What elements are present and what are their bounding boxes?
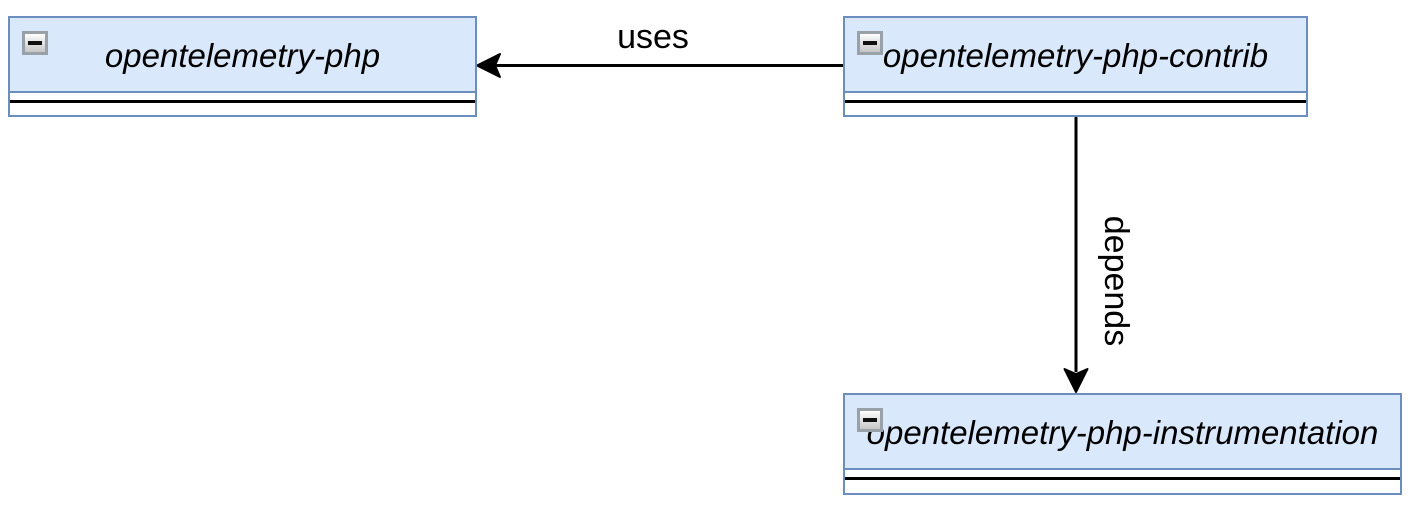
minus-glyph bbox=[28, 41, 42, 45]
node-label: opentelemetry-php bbox=[104, 37, 381, 74]
minus-glyph bbox=[863, 41, 877, 45]
arrowhead-down-icon bbox=[1063, 368, 1089, 393]
arrowhead-left-icon bbox=[476, 53, 501, 78]
node-opentelemetry-php-instrumentation[interactable]: opentelemetry-php-instrumentation bbox=[843, 393, 1402, 495]
node-opentelemetry-php[interactable]: opentelemetry-php bbox=[8, 16, 477, 117]
compartment-divider bbox=[10, 100, 475, 103]
node-title-bar: opentelemetry-php-instrumentation bbox=[845, 395, 1400, 470]
minus-glyph bbox=[863, 418, 877, 422]
collapse-minus-icon[interactable] bbox=[22, 31, 48, 55]
node-compartment bbox=[845, 93, 1306, 115]
edge-label-uses: uses bbox=[617, 18, 689, 56]
collapse-minus-icon[interactable] bbox=[857, 31, 883, 55]
compartment-divider bbox=[845, 100, 1306, 103]
node-title-bar: opentelemetry-php bbox=[10, 18, 475, 93]
node-compartment bbox=[10, 93, 475, 115]
edge-label-depends: depends bbox=[1097, 215, 1135, 347]
compartment-divider bbox=[845, 477, 1400, 480]
node-opentelemetry-php-contrib[interactable]: opentelemetry-php-contrib bbox=[843, 16, 1308, 117]
edge-uses bbox=[476, 53, 844, 78]
node-label: opentelemetry-php-instrumentation bbox=[866, 414, 1379, 451]
collapse-minus-icon[interactable] bbox=[857, 408, 883, 432]
node-title-bar: opentelemetry-php-contrib bbox=[845, 18, 1306, 93]
edge-depends bbox=[1063, 116, 1089, 393]
node-label: opentelemetry-php-contrib bbox=[882, 37, 1269, 74]
node-compartment bbox=[845, 470, 1400, 492]
